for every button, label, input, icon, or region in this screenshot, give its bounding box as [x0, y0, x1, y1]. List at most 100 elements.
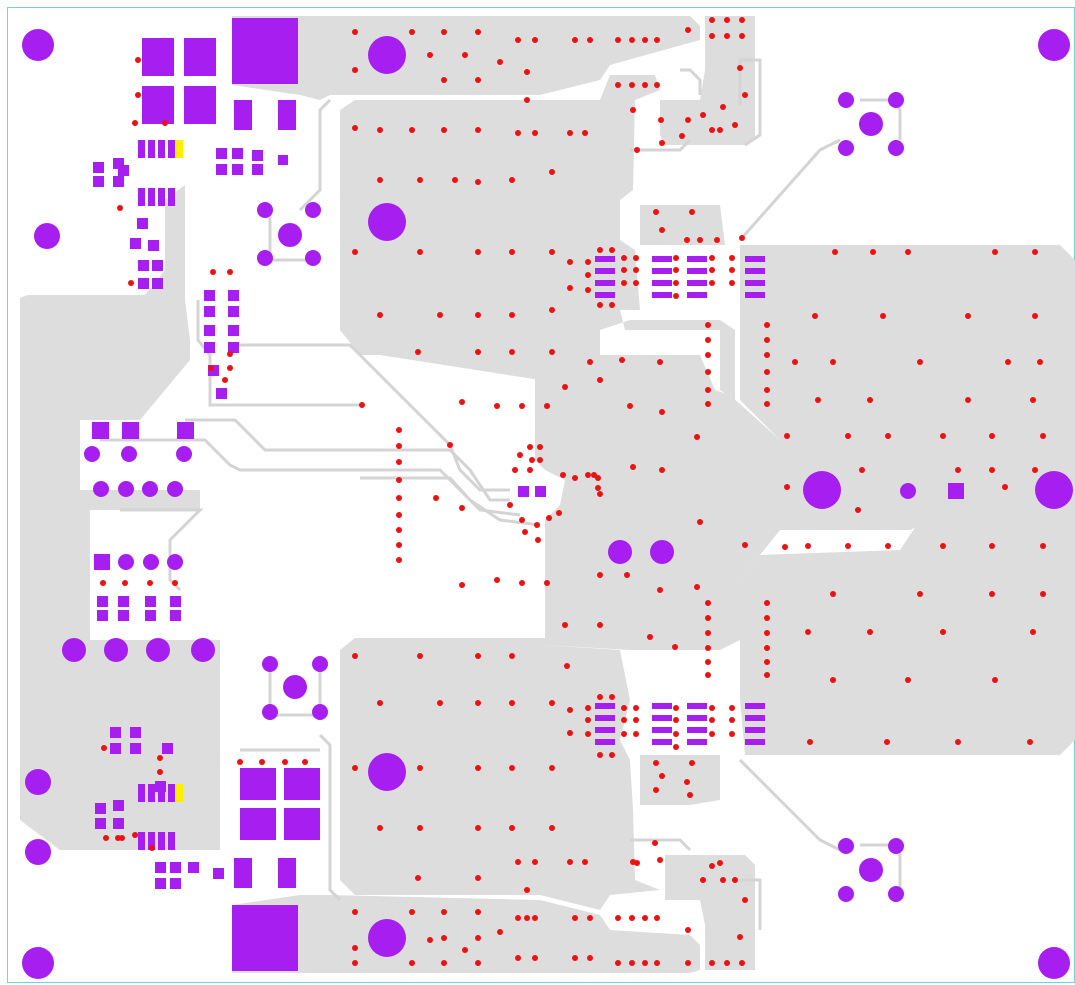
via: [619, 357, 625, 363]
via: [377, 312, 383, 318]
connector-center-pin: [859, 112, 883, 136]
via: [135, 57, 141, 63]
power-pad: [232, 905, 298, 971]
passive-pad: [152, 260, 163, 271]
via: [527, 467, 533, 473]
via: [657, 857, 663, 863]
via: [709, 731, 715, 737]
mosfet-pin-pad: [687, 715, 707, 721]
passive-pad: [110, 727, 121, 738]
via: [812, 313, 818, 319]
via: [128, 280, 134, 286]
via: [832, 249, 838, 255]
via: [597, 622, 603, 628]
via: [515, 37, 521, 43]
via: [815, 397, 821, 403]
via: [567, 130, 573, 136]
inductor-pad: [284, 808, 320, 840]
via: [917, 359, 923, 365]
via: [527, 444, 533, 450]
connector-center-pin: [278, 223, 302, 247]
via: [884, 739, 890, 745]
copper-pour-upper-switch: [640, 205, 725, 245]
via: [587, 955, 593, 961]
via: [807, 739, 813, 745]
via: [556, 510, 562, 516]
via: [764, 352, 770, 358]
passive-pad: [216, 148, 227, 159]
via: [764, 645, 770, 651]
through-hole-pad: [142, 481, 158, 497]
mosfet-pin-pad: [595, 268, 615, 274]
trace: [185, 418, 510, 502]
ic-pin-pad: [168, 188, 175, 206]
via: [475, 875, 481, 881]
via: [534, 522, 540, 528]
mounting-hole: [368, 753, 406, 791]
via: [585, 731, 591, 737]
via: [157, 769, 163, 775]
via: [396, 557, 402, 563]
via: [494, 403, 500, 409]
via: [654, 37, 660, 43]
via: [352, 960, 358, 966]
trace: [268, 665, 322, 717]
via: [653, 787, 659, 793]
via: [497, 929, 503, 935]
via: [724, 960, 730, 966]
passive-pad: [188, 862, 199, 873]
passive-pad: [170, 862, 181, 873]
via: [409, 127, 415, 133]
via: [459, 505, 465, 511]
mounting-hole: [900, 483, 916, 499]
via: [567, 730, 573, 736]
via: [597, 752, 603, 758]
copper-pours: [20, 16, 1075, 973]
trace: [318, 733, 342, 902]
via: [147, 580, 153, 586]
via: [572, 955, 578, 961]
via: [597, 572, 603, 578]
via: [532, 955, 538, 961]
mosfet-pin-pad: [652, 292, 672, 298]
via: [1030, 397, 1036, 403]
via: [497, 59, 503, 65]
via: [659, 140, 665, 146]
mosfet-pin-pad: [745, 727, 765, 733]
via: [352, 653, 358, 659]
via: [705, 322, 711, 328]
passive-pad: [137, 218, 148, 229]
via: [782, 544, 788, 550]
connector-pin: [312, 656, 328, 672]
passive-pad: [148, 240, 159, 251]
mosfet-pin-pad: [652, 268, 672, 274]
ic-pin-pad: [158, 140, 165, 158]
via: [653, 209, 659, 215]
ic-pin-pad: [148, 140, 155, 158]
via: [684, 779, 690, 785]
inductor-pad: [240, 768, 276, 800]
via: [705, 369, 711, 375]
via: [630, 107, 636, 113]
via: [549, 307, 555, 313]
via: [101, 745, 107, 751]
via: [119, 835, 125, 841]
via: [1037, 359, 1043, 365]
via: [529, 457, 535, 463]
via: [633, 705, 639, 711]
via: [905, 249, 911, 255]
copper-pour-lower-switch: [640, 755, 720, 805]
passive-pad: [130, 727, 141, 738]
via: [512, 467, 518, 473]
mosfet-pin-pad: [652, 727, 672, 733]
passive-pad: [252, 164, 263, 175]
via: [509, 249, 515, 255]
via: [237, 759, 243, 765]
pad: [278, 858, 296, 888]
passive-pad: [113, 158, 124, 169]
via: [609, 247, 615, 253]
via: [509, 653, 515, 659]
via: [532, 37, 538, 43]
via: [396, 527, 402, 533]
